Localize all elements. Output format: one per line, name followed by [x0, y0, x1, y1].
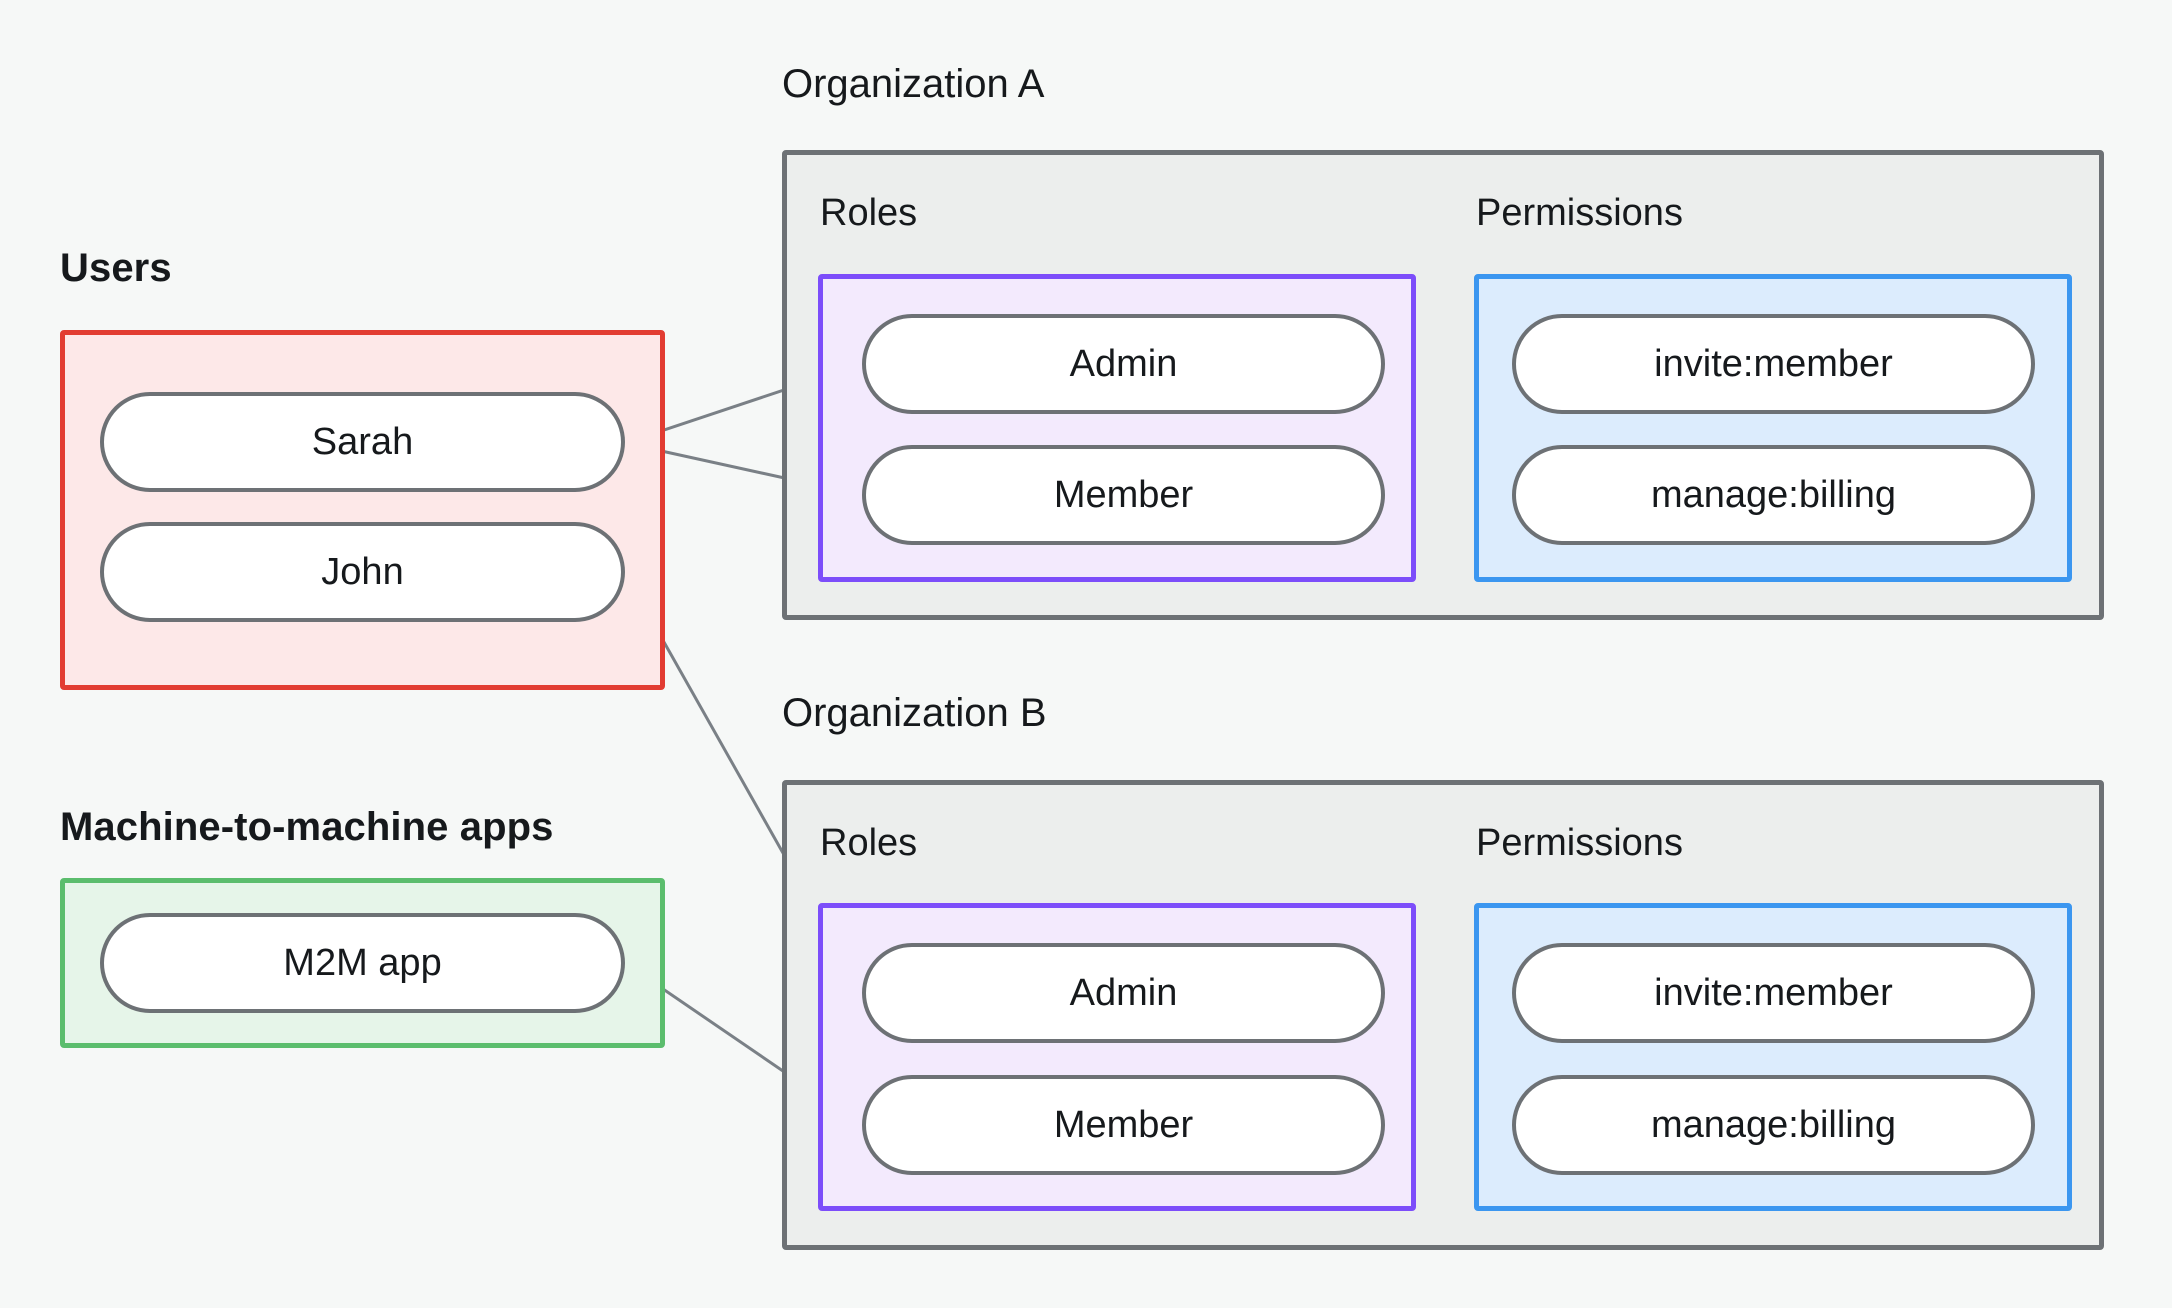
users-group-title: Users: [60, 246, 172, 290]
organization-a-permission-manage-billing[interactable]: manage:billing: [1512, 445, 2035, 545]
users-group: [60, 330, 665, 690]
organization-b-roles-title: Roles: [820, 822, 918, 864]
m2m-group-title: Machine-to-machine apps: [60, 805, 554, 849]
organization-b-title: Organization B: [782, 691, 1047, 735]
organization-b-permissions-title: Permissions: [1476, 822, 1683, 864]
organization-b-permission-manage-billing[interactable]: manage:billing: [1512, 1075, 2035, 1175]
m2m-pill-app[interactable]: M2M app: [100, 913, 625, 1013]
organization-b-role-member[interactable]: Member: [862, 1075, 1385, 1175]
organization-a-permissions-title: Permissions: [1476, 192, 1683, 234]
organization-a-permission-invite-member[interactable]: invite:member: [1512, 314, 2035, 414]
organization-a-role-member[interactable]: Member: [862, 445, 1385, 545]
user-pill-john[interactable]: John: [100, 522, 625, 622]
organization-b-permission-invite-member[interactable]: invite:member: [1512, 943, 2035, 1043]
organization-b-role-admin[interactable]: Admin: [862, 943, 1385, 1043]
organization-a-title: Organization A: [782, 62, 1045, 106]
organization-a-role-admin[interactable]: Admin: [862, 314, 1385, 414]
organization-a-roles-title: Roles: [820, 192, 918, 234]
user-pill-sarah[interactable]: Sarah: [100, 392, 625, 492]
